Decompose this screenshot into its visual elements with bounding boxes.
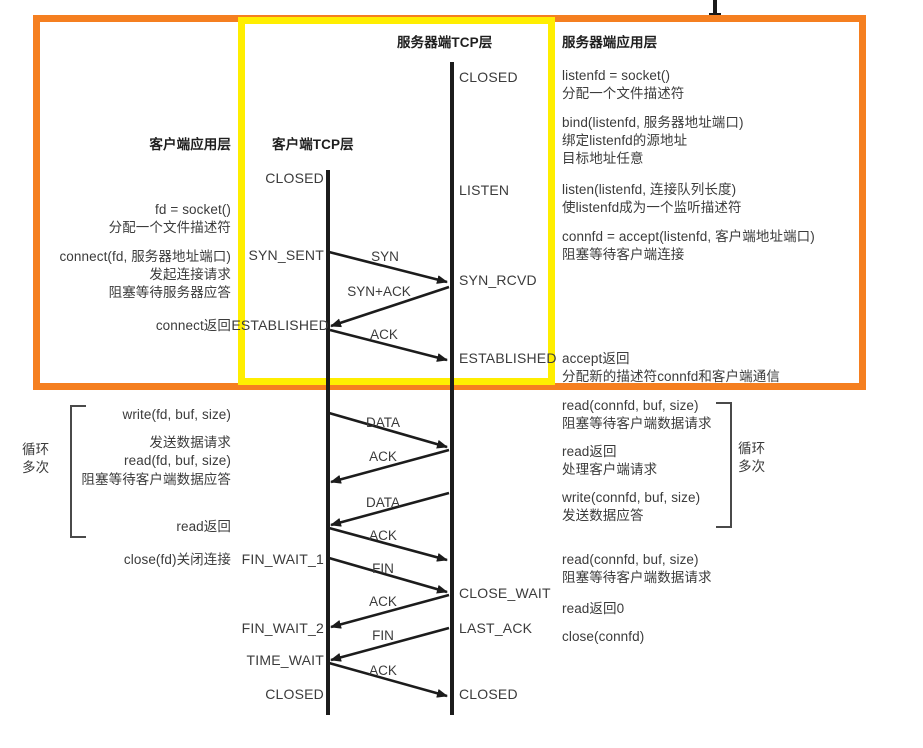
client-state-closed-final: CLOSED [265,686,324,702]
server-note-socket-desc: 分配一个文件描述符 [562,86,685,101]
arrow-ack-2 [330,448,450,484]
client-note-write-desc: 发送数据请求 [149,435,231,450]
message-label-fin-2: FIN [372,628,394,643]
client-state-closed: CLOSED [265,170,324,186]
server-state-close-wait: CLOSE_WAIT [459,585,551,601]
message-label-ack-1: ACK [370,327,398,342]
client-note-write: write(fd, buf, size) [122,407,231,422]
arrow-ack-1 [329,328,448,362]
server-note-write: write(connfd, buf, size) [562,490,701,505]
server-note-read1-desc: 阻塞等待客户端数据请求 [562,416,712,431]
server-note-listen: listen(listenfd, 连接队列长度) [562,182,737,197]
arrow-syn [328,250,448,284]
server-tcp-lifeline [450,62,454,715]
server-state-established: ESTABLISHED [459,350,557,366]
arrow-ack-3 [328,526,448,562]
server-note-bind: bind(listenfd, 服务器地址端口) [562,115,744,130]
server-note-socket: listenfd = socket() [562,68,671,83]
server-note-read-return-zero: read返回0 [562,601,625,616]
arrow-data-2 [330,491,450,527]
message-label-ack-2: ACK [369,449,397,464]
server-note-handle-request: 处理客户端请求 [562,462,658,477]
client-state-fin-wait-2: FIN_WAIT_2 [241,620,324,636]
client-note-connect-desc1: 发起连接请求 [149,267,231,282]
client-state-fin-wait-1: FIN_WAIT_1 [241,551,324,567]
client-loop-label-1: 循环 [22,442,50,457]
arrow-fin-1 [328,556,448,594]
server-note-accept-return: accept返回 [562,351,630,366]
server-state-syn-rcvd: SYN_RCVD [459,272,537,288]
client-note-close: close(fd)关闭连接 [123,552,231,567]
message-label-syn: SYN [371,249,399,264]
client-note-connect-desc2: 阻塞等待服务器应答 [108,285,231,300]
server-tcp-layer-header: 服务器端TCP层 [397,35,493,50]
message-label-fin-1: FIN [372,561,394,576]
server-note-connfd-desc: 分配新的描述符connfd和客户端通信 [562,369,780,384]
client-note-socket-desc: 分配一个文件描述符 [108,220,231,235]
client-state-syn-sent: SYN_SENT [248,247,324,263]
server-note-read1: read(connfd, buf, size) [562,398,699,413]
message-label-ack-4: ACK [369,594,397,609]
arrow-ack-5 [328,661,448,698]
message-label-data-1: DATA [365,415,401,430]
client-tcp-lifeline [326,170,330,715]
server-loop-label-2: 多次 [738,459,766,474]
server-note-accept: connfd = accept(listenfd, 客户端地址端口) [562,229,815,244]
client-note-connect: connect(fd, 服务器地址端口) [59,249,231,264]
arrow-ack-4 [330,593,450,629]
client-state-time-wait: TIME_WAIT [246,652,324,668]
server-app-layer-header: 服务器端应用层 [562,35,658,50]
client-loop-label-2: 多次 [22,460,50,475]
server-note-listen-desc: 使listenfd成为一个监听描述符 [562,200,742,215]
server-note-accept-desc: 阻塞等待客户端连接 [562,247,685,262]
server-note-bind-desc1: 绑定listenfd的源地址 [562,133,688,148]
client-note-read: read(fd, buf, size) [124,453,231,468]
server-state-last-ack: LAST_ACK [459,620,533,636]
server-state-closed-final: CLOSED [459,686,518,702]
server-state-listen: LISTEN [459,182,510,198]
message-label-ack-5: ACK [369,663,397,678]
server-note-read2: read(connfd, buf, size) [562,552,699,567]
arrow-syn-ack [330,285,450,328]
client-state-established: ESTABLISHED [231,317,329,333]
text-caret-artifact-foot [709,13,721,16]
arrow-fin-2 [330,626,450,662]
server-note-write-desc: 发送数据应答 [562,508,644,523]
message-label-syn-ack: SYN+ACK [347,284,411,299]
server-note-bind-desc2: 目标地址任意 [562,151,644,166]
server-state-closed: CLOSED [459,69,518,85]
client-note-socket: fd = socket() [155,202,231,217]
client-note-read-desc: 阻塞等待客户端数据应答 [81,472,231,487]
server-note-read-return: read返回 [562,444,617,459]
client-note-read-return: read返回 [176,519,231,534]
text-caret-artifact [713,0,717,13]
server-note-close: close(connfd) [562,629,645,644]
server-note-read2-desc: 阻塞等待客户端数据请求 [562,570,712,585]
arrow-data-1 [328,411,448,449]
client-app-layer-header: 客户端应用层 [149,137,231,152]
client-note-connect-return: connect返回 [155,318,231,333]
message-label-data-2: DATA [365,495,401,510]
client-tcp-layer-header: 客户端TCP层 [272,137,354,152]
server-loop-brace [716,402,732,528]
client-loop-brace [70,405,86,538]
message-label-ack-3: ACK [369,528,397,543]
server-loop-label-1: 循环 [738,441,766,456]
